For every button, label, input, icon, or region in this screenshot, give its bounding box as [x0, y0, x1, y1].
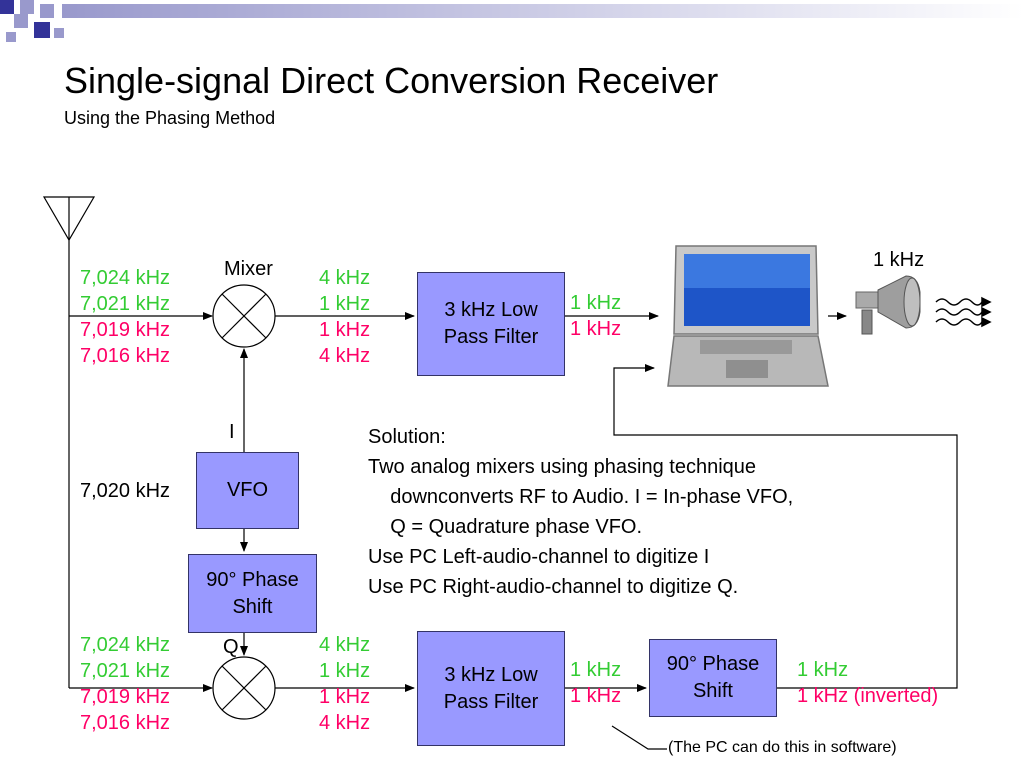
vfo-block: VFO: [196, 452, 299, 529]
lpf-top-block: 3 kHz Low Pass Filter: [417, 272, 565, 376]
rf-freq: 7,019 kHz: [80, 319, 171, 341]
phase-out-freq: 1 kHz: [797, 659, 849, 681]
mixer-output-list-bottom: 4 kHz 1 kHz 1 kHz 4 kHz: [319, 632, 370, 736]
rf-freq: 7,016 kHz: [80, 345, 171, 367]
mixer-out-freq: 4 kHz: [319, 345, 371, 367]
vfo-frequency-label: 7,020 kHz: [80, 480, 171, 502]
sound-waves-icon: [935, 296, 992, 328]
slide-subtitle: Using the Phasing Method: [64, 108, 276, 128]
mixer-out-freq: 4 kHz: [319, 634, 371, 656]
filter-output-list-bottom: 1 kHz 1 kHz: [570, 657, 621, 709]
phase-shift-mid-block: 90° Phase Shift: [188, 554, 317, 633]
rf-input-list-top: 7,024 kHz 7,021 kHz 7,019 kHz 7,016 kHz: [80, 265, 170, 369]
mixer-output-list-top: 4 kHz 1 kHz 1 kHz 4 kHz: [319, 265, 370, 369]
mixer-out-freq: 4 kHz: [319, 712, 371, 734]
slide-corner-decoration: [0, 0, 1024, 42]
solution-text: Solution: Two analog mixers using phasing…: [368, 422, 793, 602]
mixer-bottom-icon: [212, 656, 276, 720]
speaker-icon: [855, 275, 921, 335]
slide-title: Single-signal Direct Conversion Receiver: [64, 60, 719, 101]
solution-line: Two analog mixers using phasing techniqu…: [368, 456, 757, 478]
q-channel-label: Q: [223, 636, 239, 658]
solution-line: Use PC Left-audio-channel to digitize I: [368, 546, 710, 568]
filter-out-freq: 1 kHz: [570, 659, 622, 681]
phase-shift-right-block: 90° Phase Shift: [649, 639, 777, 717]
i-channel-label: I: [229, 421, 235, 443]
phase-out-freq: 1 kHz (inverted): [797, 685, 939, 707]
lpf-bottom-block: 3 kHz Low Pass Filter: [417, 631, 565, 746]
rf-freq: 7,024 kHz: [80, 634, 171, 656]
software-note: (The PC can do this in software): [668, 739, 897, 756]
rf-freq: 7,021 kHz: [80, 293, 171, 315]
mixer-out-freq: 1 kHz: [319, 660, 371, 682]
speaker-frequency-label: 1 kHz: [873, 249, 925, 271]
rf-freq: 7,016 kHz: [80, 712, 171, 734]
rf-freq: 7,019 kHz: [80, 686, 171, 708]
phase-output-list: 1 kHz 1 kHz (inverted): [797, 657, 938, 709]
filter-output-list-top: 1 kHz 1 kHz: [570, 290, 621, 342]
solution-line: Use PC Right-audio-channel to digitize Q…: [368, 576, 739, 598]
rf-freq: 7,024 kHz: [80, 267, 171, 289]
mixer-out-freq: 1 kHz: [319, 293, 371, 315]
mixer-out-freq: 1 kHz: [319, 686, 371, 708]
solution-line: Q = Quadrature phase VFO.: [368, 516, 643, 538]
mixer-top-icon: [212, 284, 276, 348]
filter-out-freq: 1 kHz: [570, 292, 622, 314]
mixer-out-freq: 1 kHz: [319, 319, 371, 341]
rf-freq: 7,021 kHz: [80, 660, 171, 682]
solution-line: downconverts RF to Audio. I = In-phase V…: [368, 486, 794, 508]
rf-input-list-bottom: 7,024 kHz 7,021 kHz 7,019 kHz 7,016 kHz: [80, 632, 170, 736]
mixer-out-freq: 4 kHz: [319, 267, 371, 289]
solution-heading: Solution:: [368, 426, 446, 448]
mixer-label: Mixer: [224, 258, 273, 280]
laptop-icon: [667, 245, 829, 387]
filter-out-freq: 1 kHz: [570, 685, 622, 707]
antenna-icon: [42, 196, 96, 688]
filter-out-freq: 1 kHz: [570, 318, 622, 340]
